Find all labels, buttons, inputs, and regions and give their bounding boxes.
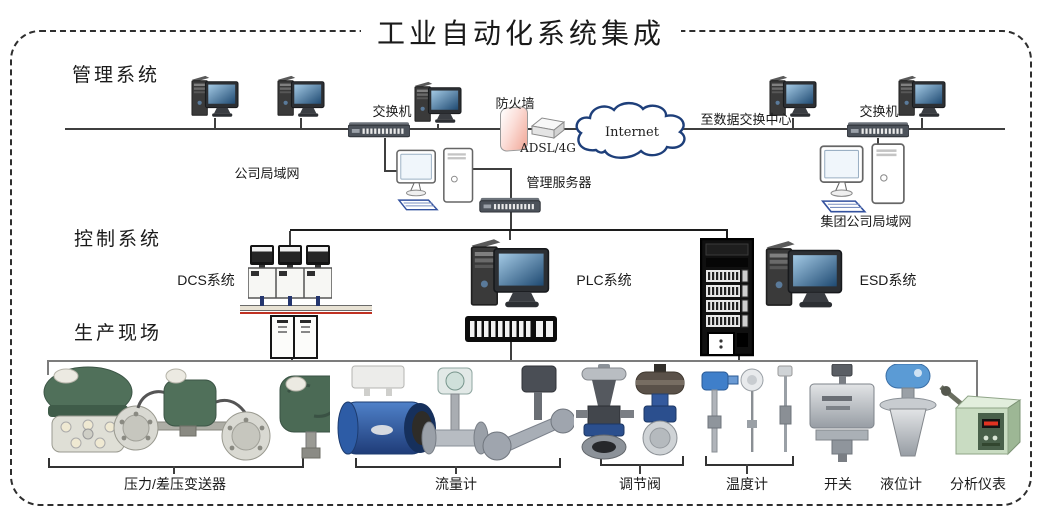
switch-right-label: 交换机: [859, 104, 899, 119]
desktop-computer-icon: [458, 236, 562, 316]
dcs-link-line: [260, 296, 264, 306]
desktop-computer-icon: [409, 80, 467, 128]
connector-line: [726, 231, 728, 240]
flow-meter-icon: [337, 365, 574, 461]
connector-line: [746, 464, 748, 474]
connector-line: [384, 170, 400, 172]
connector-line: [437, 124, 439, 130]
group-bracket: [600, 456, 684, 466]
control-valve-icon: [576, 364, 685, 460]
connector-line: [384, 138, 386, 172]
adsl-modem-icon: [530, 117, 566, 140]
connector-line: [468, 168, 512, 170]
desktop-computer-icon: [893, 74, 951, 122]
switch-left-label: 交换机: [372, 104, 412, 119]
group-bracket: [48, 458, 304, 468]
dcs-redundant-bus-line: [240, 312, 372, 314]
control-layer-label: 控制系统: [74, 229, 163, 250]
connector-line: [47, 360, 49, 375]
group-lan-label: 集团公司局域网: [820, 214, 912, 229]
firewall-label: 防火墙: [495, 96, 535, 111]
plc-rack-icon: [464, 316, 558, 342]
modem-label: ADSL/4G: [520, 141, 576, 155]
dcs-link-line: [288, 296, 292, 306]
connector-line: [173, 466, 175, 474]
workstation-icon: [396, 146, 484, 216]
connector-line: [455, 466, 457, 474]
network-switch-icon: [348, 120, 410, 138]
internet-cloud-icon: Internet: [575, 101, 686, 159]
field-bus-line: [48, 360, 978, 362]
connector-line: [976, 360, 978, 403]
desktop-computer-icon: [272, 74, 330, 122]
level-meter-label: 液位计: [880, 476, 922, 492]
control-bus-line: [290, 229, 728, 231]
dcs-rail-line: [240, 305, 372, 311]
page-title: 工业自动化系统集成: [360, 12, 682, 52]
dcs-controller-cabinet-icon: [293, 315, 318, 359]
pressure-transmitter-icon: [43, 366, 330, 461]
connector-line: [289, 231, 291, 246]
group-bracket: [355, 458, 561, 468]
company-lan-label: 公司局域网: [234, 166, 300, 181]
dcs-operator-station-icon: [276, 245, 304, 299]
flow-meter-label: 流量计: [435, 476, 477, 492]
connector-line: [639, 464, 641, 474]
connector-line: [738, 356, 740, 361]
internet-label: Internet: [605, 125, 660, 140]
connector-line: [214, 118, 216, 129]
switch-instrument-icon: [809, 364, 875, 462]
control-valve-label: 调节阀: [619, 476, 661, 492]
esd-system-label: ESD系统: [859, 272, 917, 288]
network-switch-icon: [478, 196, 542, 213]
dcs-operator-station-icon: [248, 245, 276, 299]
dcs-system-label: DCS系统: [177, 272, 235, 288]
thermometer-label: 温度计: [726, 476, 768, 492]
dcs-link-line: [316, 296, 320, 306]
management-layer-label: 管理系统: [72, 65, 161, 86]
temperature-sensor-icon: [701, 365, 793, 453]
group-bracket: [705, 456, 794, 466]
to-data-center-label: 至数据交换中心: [700, 112, 792, 127]
esd-rack-icon: [700, 238, 754, 358]
level-meter-icon: [879, 364, 937, 457]
desktop-computer-icon: [186, 74, 244, 122]
pressure-transmitter-label: 压力/差压变送器: [124, 476, 226, 492]
analyzer-label: 分析仪表: [950, 476, 1006, 492]
network-switch-icon: [847, 120, 909, 138]
desktop-computer-icon: [754, 238, 854, 316]
connector-line: [300, 118, 302, 129]
connector-line: [510, 342, 512, 361]
plc-system-label: PLC系统: [576, 272, 632, 288]
connector-line: [792, 118, 794, 129]
dcs-controller-cabinet-icon: [270, 315, 295, 359]
field-layer-label: 生产现场: [74, 323, 163, 344]
mgmt-server-label: 管理服务器: [526, 175, 592, 190]
dcs-operator-station-icon: [304, 245, 332, 299]
switch-label: 开关: [824, 476, 852, 492]
connector-line: [921, 118, 923, 129]
workstation-icon: [818, 142, 918, 218]
analyzer-icon: [939, 385, 1022, 456]
connector-line: [509, 231, 511, 240]
